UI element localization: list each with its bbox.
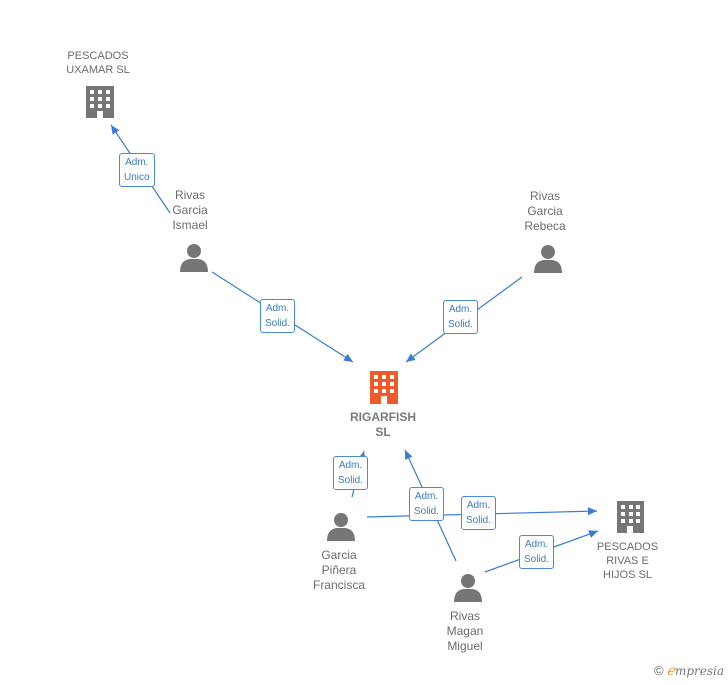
node-label-rigarfish[interactable]: RIGARFISH SL bbox=[350, 410, 416, 439]
edge-label-adm-solid: Adm. Solid. bbox=[260, 299, 296, 333]
copyright-symbol: © bbox=[654, 663, 664, 678]
empresia-logo[interactable]: ©ℯmpresia bbox=[654, 663, 724, 679]
edge-label-adm-unico: Adm. Unico bbox=[119, 153, 155, 187]
node-label-rivas-magan-miguel[interactable]: Rivas Magan Miguel bbox=[446, 609, 484, 653]
building-icon bbox=[617, 501, 644, 533]
edge-label-adm-solid: Adm. Solid. bbox=[333, 456, 369, 490]
edge-label-adm-solid: Adm. Solid. bbox=[443, 300, 479, 334]
person-icon bbox=[454, 574, 482, 602]
person-icon bbox=[327, 513, 355, 541]
empresia-wordmark: mpresia bbox=[674, 664, 724, 678]
node-label-rivas-garcia-rebeca[interactable]: Rivas Garcia Rebeca bbox=[524, 189, 566, 233]
edge-label-adm-solid: Adm. Solid. bbox=[461, 496, 497, 530]
building-icon bbox=[370, 371, 398, 404]
node-label-pescados-uxamar[interactable]: PESCADOS UXAMAR SL bbox=[66, 50, 130, 76]
building-icon bbox=[86, 86, 114, 118]
edge-label-adm-solid: Adm. Solid. bbox=[519, 535, 555, 569]
person-icon bbox=[180, 244, 208, 272]
node-label-pescados-rivas[interactable]: PESCADOS RIVAS E HIJOS SL bbox=[596, 541, 659, 581]
empresia-e-glyph: ℯ bbox=[666, 663, 675, 679]
node-label-garcia-pinera-francisca[interactable]: Garcia Piñera Francisca bbox=[312, 548, 365, 592]
edge-label-adm-solid: Adm. Solid. bbox=[409, 487, 445, 521]
person-icon bbox=[534, 245, 562, 273]
node-label-rivas-garcia-ismael[interactable]: Rivas Garcia Ismael bbox=[172, 188, 208, 232]
